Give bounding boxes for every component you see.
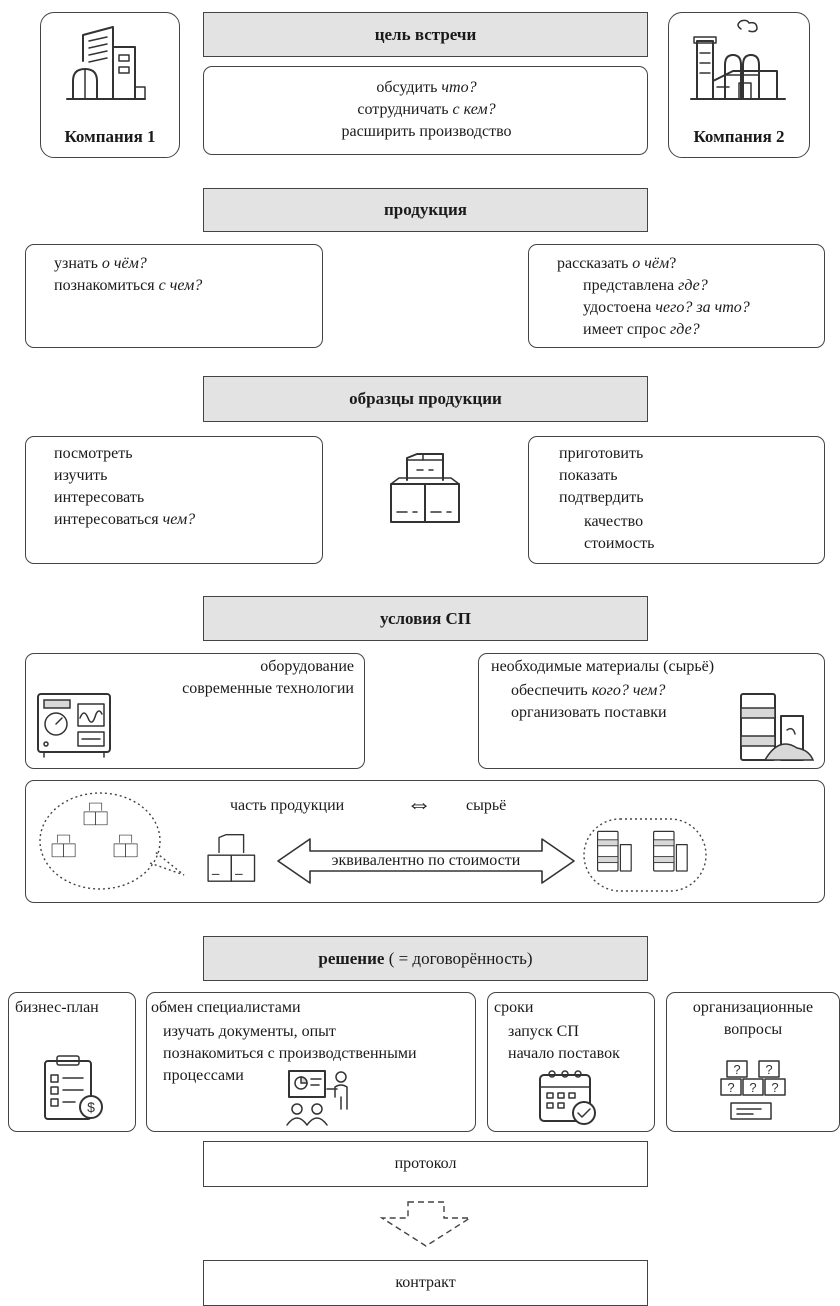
- contract-label: контракт: [395, 1274, 456, 1291]
- exchange-left-label: часть продукции: [230, 797, 345, 814]
- products-right-line-2: представлена где?: [583, 277, 708, 294]
- protocol-box: протокол: [203, 1141, 648, 1187]
- contract-box: контракт: [203, 1260, 648, 1306]
- equipment-box: оборудование современные технологии: [25, 653, 365, 769]
- clipboard-dollar-icon: $: [44, 1055, 103, 1120]
- specialist-exchange-line-3: процессами: [163, 1067, 244, 1084]
- terms-line-2: начало поставок: [508, 1045, 620, 1062]
- terms-line-1: запуск СП: [508, 1023, 579, 1040]
- meeting-line-1: обсудить что?: [376, 79, 477, 96]
- boxes-icon: [390, 453, 460, 523]
- samples-left-line-4: интересоваться чем?: [54, 511, 196, 528]
- svg-text:?: ?: [733, 1062, 740, 1077]
- products-header: продукция: [203, 188, 648, 232]
- samples-right-box: приготовить показать подтвердить качеств…: [528, 436, 825, 564]
- equipment-line-2: современные технологии: [182, 680, 354, 697]
- samples-right-line-1: приготовить: [559, 445, 644, 462]
- conditions-header: условия СП: [203, 596, 648, 641]
- specialist-exchange-box: обмен специалистами изучать документы, о…: [146, 992, 476, 1132]
- products-left-box: узнать о чём? познакомиться с чем?: [25, 244, 323, 348]
- samples-right-line-2: показать: [559, 467, 618, 484]
- company-2-label: Компания 2: [693, 127, 785, 146]
- products-bubble-icon: [39, 792, 185, 890]
- materials-line-3: организовать поставки: [511, 704, 667, 721]
- double-arrow-icon: [277, 838, 575, 884]
- materials-box: необходимые материалы (сырьё) обеспечить…: [478, 653, 825, 769]
- products-left-line-2: познакомиться с чем?: [54, 277, 203, 294]
- terms-title: сроки: [494, 999, 534, 1016]
- org-questions-box: организационные вопросы ? ? ? ? ?: [666, 992, 840, 1132]
- svg-text:?: ?: [771, 1080, 778, 1095]
- control-panel-icon: [37, 693, 111, 758]
- samples-header: образцы продукции: [203, 376, 648, 422]
- office-building-icon: [66, 26, 146, 100]
- exchange-box: часть продукции ⇔ сырьё эквивалентно по …: [25, 780, 825, 903]
- samples-right-line-3: подтвердить: [559, 489, 644, 506]
- down-arrow-icon: [379, 1201, 473, 1247]
- samples-right-line-4: качество: [584, 513, 644, 530]
- products-title: продукция: [384, 200, 467, 219]
- exchange-right-label: сырьё: [466, 797, 507, 814]
- samples-title: образцы продукции: [349, 389, 502, 408]
- decision-title-rest: ( = договорённость): [384, 948, 533, 968]
- svg-text:?: ?: [749, 1080, 756, 1095]
- products-right-box: рассказать о чём? представлена где? удос…: [528, 244, 825, 348]
- meeting-goal-header: цель встречи: [203, 12, 648, 57]
- samples-left-box: посмотреть изучить интересовать интересо…: [25, 436, 323, 564]
- conditions-title: условия СП: [379, 608, 472, 628]
- exchange-symbol: ⇔: [406, 789, 432, 818]
- factory-icon: [690, 19, 786, 100]
- protocol-label: протокол: [394, 1155, 457, 1172]
- products-left-line-1: узнать о чём?: [54, 255, 147, 272]
- company-2-card: Компания 2: [668, 12, 810, 158]
- meeting-line-3: расширить производство: [341, 123, 512, 140]
- meeting-line-2: сотрудничать с кем?: [357, 101, 496, 118]
- terms-box: сроки запуск СП начало поставок: [487, 992, 655, 1132]
- samples-right-line-5: стоимость: [584, 535, 655, 552]
- products-right-line-4: имеет спрос где?: [583, 321, 700, 338]
- company-1-card: Компания 1: [40, 12, 180, 158]
- specialist-exchange-line-2: познакомиться с производственными: [163, 1045, 417, 1062]
- svg-text:$: $: [87, 1099, 95, 1115]
- meeting-goal-title: цель встречи: [374, 24, 477, 44]
- svg-text:?: ?: [727, 1080, 734, 1095]
- samples-left-line-2: изучить: [54, 467, 108, 484]
- products-right-line-3: удостоена чего? за что?: [583, 299, 750, 316]
- meeting-goal-box: обсудить что? сотрудничать с кем? расшир…: [203, 66, 648, 155]
- decision-header: решение ( = договорённость): [203, 936, 648, 981]
- question-bubbles-icon: ? ? ? ? ?: [720, 1060, 786, 1120]
- materials-line-1: необходимые материалы (сырьё): [491, 658, 715, 675]
- equivalent-label: эквивалентно по стоимости: [331, 852, 521, 869]
- presentation-icon: [286, 1070, 348, 1126]
- business-plan-box: бизнес-план $: [8, 992, 136, 1132]
- products-right-line-1: рассказать о чём?: [557, 255, 677, 272]
- org-questions-line-2: вопросы: [723, 1021, 783, 1038]
- company-1-label: Компания 1: [64, 127, 156, 146]
- org-questions-line-1: организационные: [692, 999, 814, 1016]
- materials-bubble-icon: [583, 818, 707, 892]
- business-plan-label: бизнес-план: [15, 999, 99, 1016]
- materials-line-2: обеспечить кого? чем?: [511, 682, 666, 699]
- samples-left-line-3: интересовать: [54, 489, 145, 506]
- specialist-exchange-line-1: изучать документы, опыт: [163, 1023, 336, 1040]
- barrels-icon: [740, 693, 815, 761]
- equipment-line-1: оборудование: [260, 658, 354, 675]
- svg-text:?: ?: [765, 1062, 772, 1077]
- product-boxes-icon: [207, 834, 256, 882]
- decision-title-bold: решение: [318, 948, 385, 968]
- calendar-check-icon: [539, 1070, 596, 1125]
- specialist-exchange-title: обмен специалистами: [151, 999, 301, 1016]
- samples-left-line-1: посмотреть: [54, 445, 133, 462]
